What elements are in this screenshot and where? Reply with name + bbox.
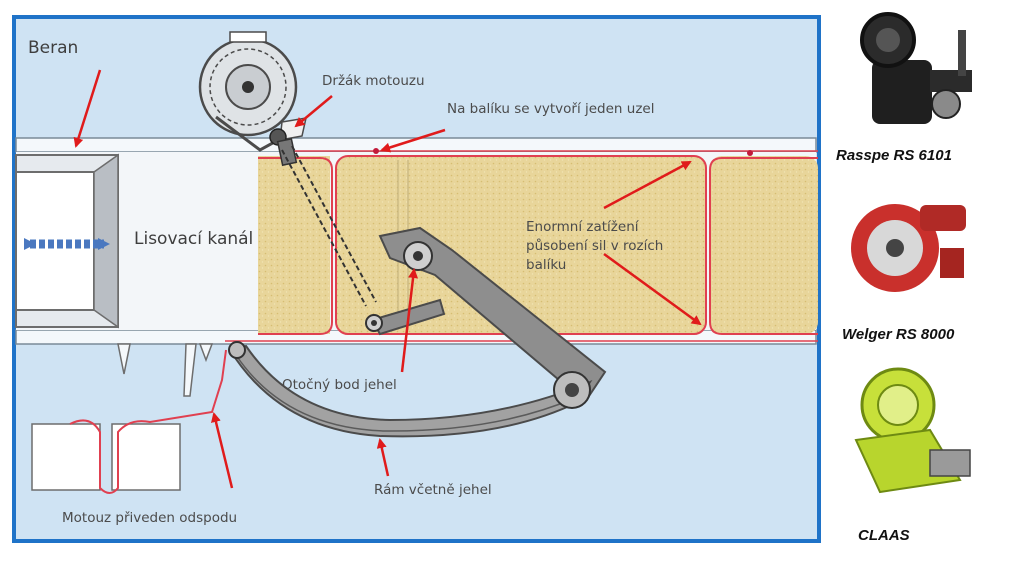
guide-plates	[117, 343, 214, 397]
needle-frame	[228, 341, 593, 438]
knotter-black-icon	[860, 12, 972, 124]
knotter-yellow-icon	[854, 367, 971, 494]
label-knot-note: Na balíku se vytvoří jeden uzel	[447, 101, 655, 117]
label-load-note-line-3: balíku	[526, 257, 567, 273]
label-ram: Beran	[28, 38, 79, 58]
twine-spools	[31, 349, 227, 494]
knotter-wheel	[198, 31, 301, 152]
label-frame: Rám včetně jehel	[374, 482, 492, 498]
knotter-red-icon	[851, 204, 966, 292]
knotter-name-claas: CLAAS	[858, 527, 910, 544]
ram	[15, 153, 119, 329]
knotter-name-rasspe: Rasspe RS 6101	[836, 147, 952, 164]
label-twine-feed: Motouz přiveden odspodu	[62, 510, 238, 526]
label-load-note-line-2: působení sil v rozích	[526, 238, 664, 254]
bales	[225, 148, 818, 342]
knotter-name-welger: Welger RS 8000	[842, 326, 955, 343]
label-load-note-line-1: Enormní zatížení	[526, 219, 639, 235]
label-pivot: Otočný bod jehel	[282, 377, 397, 393]
label-channel: Lisovací kanál	[134, 229, 254, 249]
annotation-arrows	[73, 69, 702, 489]
label-twine-holder: Držák motouzu	[322, 73, 425, 89]
